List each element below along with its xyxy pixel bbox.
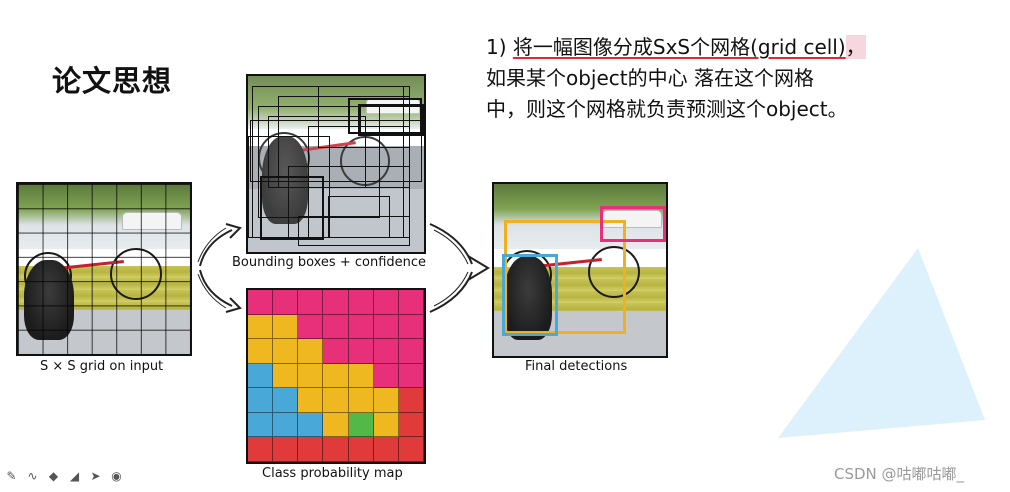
description-line-2: 如果某个object的中心 落在这个网格 xyxy=(486,66,814,90)
class-map-cell xyxy=(323,339,349,364)
presentation-toolbar: ✎ ∿ ◆ ◢ ➤ ◉ xyxy=(4,468,124,483)
class-map-cell xyxy=(323,388,349,413)
class-map-cell xyxy=(398,412,424,438)
bounding-boxes-image xyxy=(246,74,426,254)
class-probability-map xyxy=(246,288,426,464)
arrow-to-bounding-boxes xyxy=(197,223,242,267)
class-map-cell xyxy=(398,339,424,364)
class-map-cell xyxy=(373,314,399,340)
class-map-cell xyxy=(298,339,324,364)
class-map-cell xyxy=(373,388,399,413)
class-map-cell xyxy=(323,437,349,462)
class-map-cell xyxy=(373,363,399,389)
class-map-cell xyxy=(273,290,299,315)
eraser-icon[interactable]: ◢ xyxy=(69,468,80,483)
class-map-cell xyxy=(248,437,274,462)
car-detection-box xyxy=(600,206,666,242)
class-map-cell xyxy=(273,314,299,340)
class-map-cell xyxy=(348,290,374,315)
pointer-icon[interactable]: ➤ xyxy=(90,468,101,483)
class-map-cell xyxy=(273,437,299,462)
description-line-3: 中，则这个网格就负责预测这个object。 xyxy=(486,97,848,121)
class-map-cell xyxy=(373,290,399,315)
class-map-cell xyxy=(323,290,349,315)
arrow-to-class-map xyxy=(197,269,242,313)
class-map-cell xyxy=(398,388,424,413)
class-map-cell xyxy=(398,437,424,462)
class-map-cell xyxy=(298,290,324,315)
class-map-cell xyxy=(323,412,349,438)
bicycle-detection-box xyxy=(504,220,626,334)
draw-icon[interactable]: ∿ xyxy=(27,468,38,483)
class-map-cell xyxy=(373,437,399,462)
sxs-grid xyxy=(18,184,190,354)
highlighter-icon[interactable]: ◆ xyxy=(48,468,59,483)
class-map-cell xyxy=(298,388,324,413)
highlighted-phrase: 将一幅图像分成SxS个网格(grid cell) xyxy=(512,35,846,59)
input-caption: S × S grid on input xyxy=(40,359,164,374)
class-map-cell xyxy=(348,437,374,462)
class-map-cell xyxy=(273,339,299,364)
class-map-cell xyxy=(323,363,349,389)
class-map-cell xyxy=(273,363,299,389)
description-text: 1) 将一幅图像分成SxS个网格(grid cell)， 如果某个object的… xyxy=(486,32,926,125)
class-map-cell xyxy=(323,314,349,340)
watermark: CSDN @咕嘟咕嘟_ xyxy=(834,465,965,483)
class-map-cell xyxy=(348,388,374,413)
class-map-cell xyxy=(248,363,274,389)
description-line-1: 1) 将一幅图像分成SxS个网格(grid cell)， xyxy=(486,35,866,59)
final-detections-caption: Final detections xyxy=(525,359,628,374)
class-map-cell xyxy=(248,412,274,438)
pen-icon[interactable]: ✎ xyxy=(6,468,17,483)
class-map-cell xyxy=(273,388,299,413)
class-map-cell xyxy=(348,314,374,340)
slide-title: 论文思想 xyxy=(52,64,173,98)
class-map-cell xyxy=(248,339,274,364)
class-map-cell xyxy=(398,314,424,340)
final-detections-image xyxy=(492,182,668,358)
class-map-cell xyxy=(398,363,424,389)
class-map-cell xyxy=(248,388,274,413)
class-map-cell xyxy=(348,363,374,389)
class-map-cell xyxy=(248,314,274,340)
class-map-cell xyxy=(298,363,324,389)
class-map-cell xyxy=(398,290,424,315)
class-map-cell xyxy=(273,412,299,438)
class-map-cell xyxy=(373,412,399,438)
bounding-boxes-caption: Bounding boxes + confidence xyxy=(232,255,427,270)
arrow-merge-to-final xyxy=(429,223,490,313)
class-map-cell xyxy=(298,314,324,340)
input-image xyxy=(16,182,192,356)
class-map-cell xyxy=(298,437,324,462)
dog-detection-box xyxy=(502,254,558,336)
class-map-cell xyxy=(373,339,399,364)
class-map-cell xyxy=(348,412,374,438)
record-icon[interactable]: ◉ xyxy=(111,468,122,483)
class-probability-caption: Class probability map xyxy=(262,466,403,481)
class-map-cell xyxy=(298,412,324,438)
class-map-cell xyxy=(348,339,374,364)
class-map-cell xyxy=(248,290,274,315)
